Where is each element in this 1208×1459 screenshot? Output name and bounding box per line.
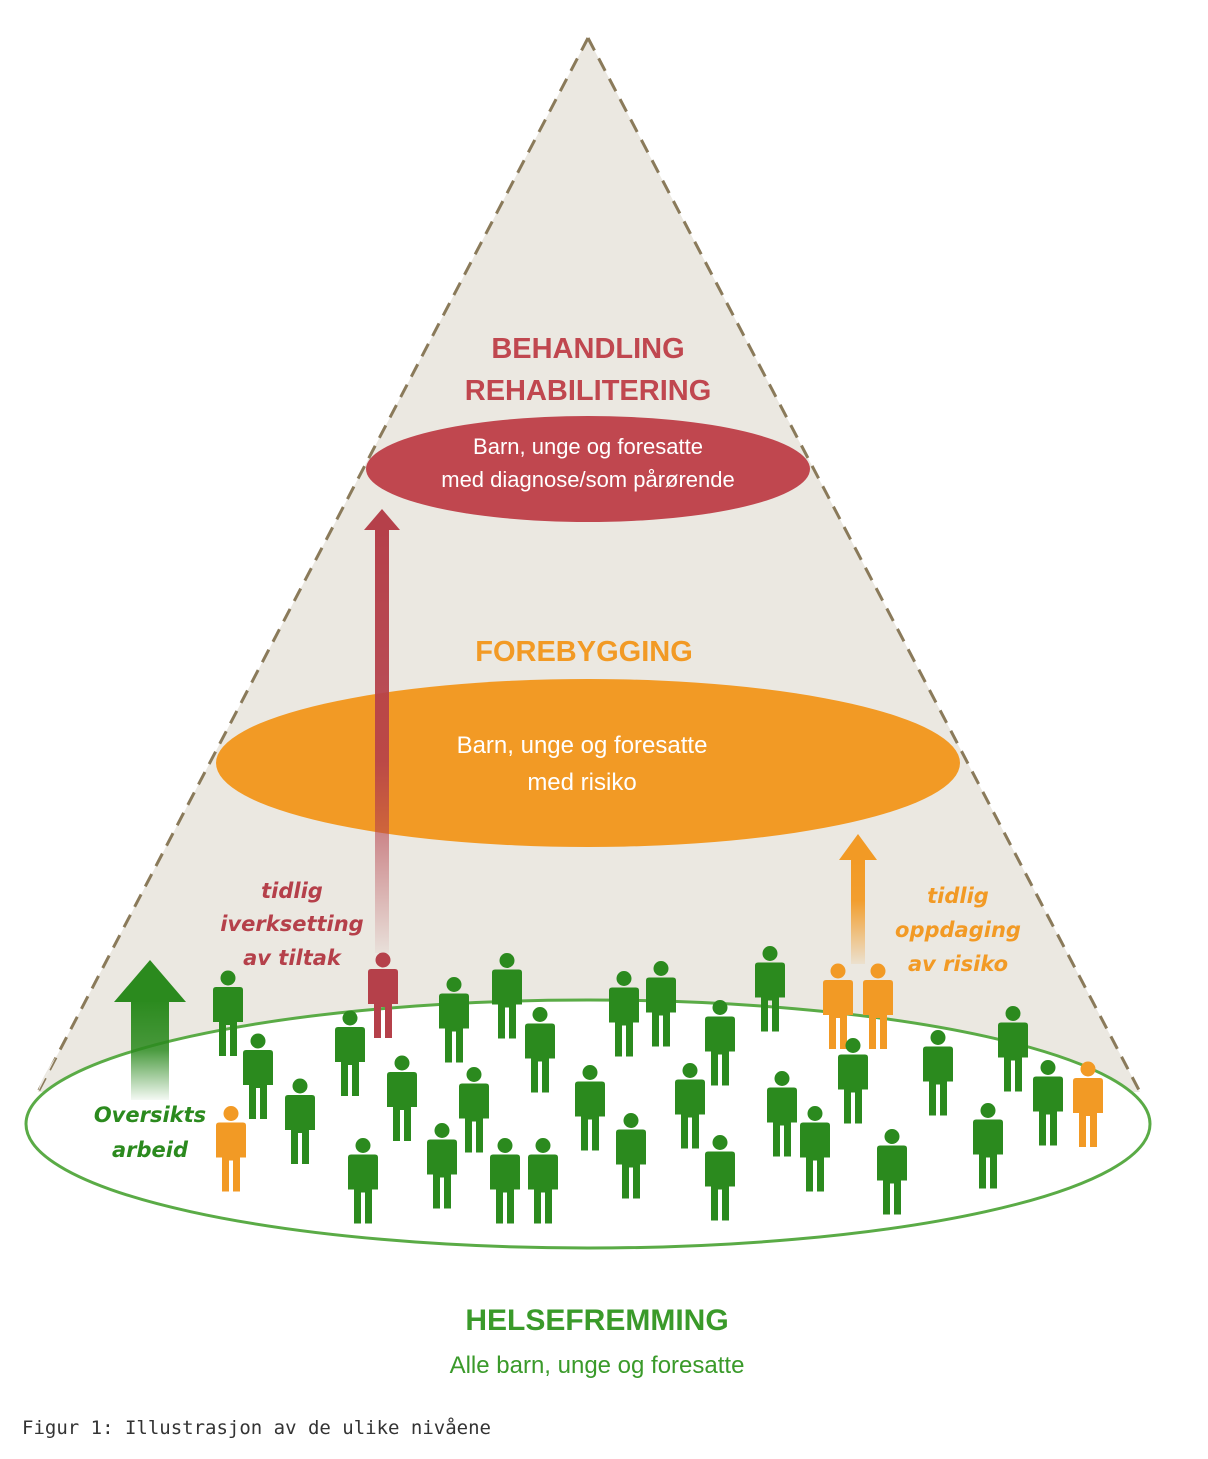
orange-arrow-label-line3: av risiko — [908, 952, 1008, 976]
orange-arrow-label-line2: oppdaging — [895, 918, 1021, 942]
top-desc-line2: med diagnose/som pårørende — [441, 467, 735, 492]
figure-caption: Figur 1: Illustrasjon av de ulike nivåen… — [22, 1417, 491, 1439]
green-arrow-up — [114, 960, 186, 1100]
middle-desc-line2: med risiko — [527, 769, 636, 796]
middle-ellipse — [216, 679, 960, 847]
base-title: HELSEFREMMING — [465, 1304, 728, 1337]
middle-desc-line1: Barn, unge og foresatte — [457, 732, 708, 759]
pyramid-right-border — [586, 37, 1142, 1093]
pyramid-left-border — [36, 37, 590, 1093]
orange-arrow-label-line1: tidlig — [927, 884, 989, 908]
orange-arrow-up — [839, 834, 877, 964]
base-desc: Alle barn, unge og foresatte — [450, 1352, 745, 1379]
green-arrow-label-line1: Oversikts — [94, 1103, 206, 1127]
pyramid-shape — [38, 38, 1140, 1092]
top-title-line1: BEHANDLING — [491, 333, 684, 365]
red-arrow-label-line3: av tiltak — [243, 946, 343, 970]
middle-title: FOREBYGGING — [475, 636, 693, 668]
red-arrow-up — [364, 509, 400, 953]
pyramid-base-fill — [38, 1055, 57, 1092]
top-title-line2: REHABILITERING — [465, 375, 712, 407]
green-arrow-label-line2: arbeid — [112, 1138, 189, 1162]
red-arrow-label-line1: tidlig — [261, 879, 323, 903]
top-desc-line1: Barn, unge og foresatte — [473, 434, 703, 459]
red-arrow-label-line2: iverksetting — [220, 912, 363, 936]
top-ellipse — [366, 416, 810, 522]
